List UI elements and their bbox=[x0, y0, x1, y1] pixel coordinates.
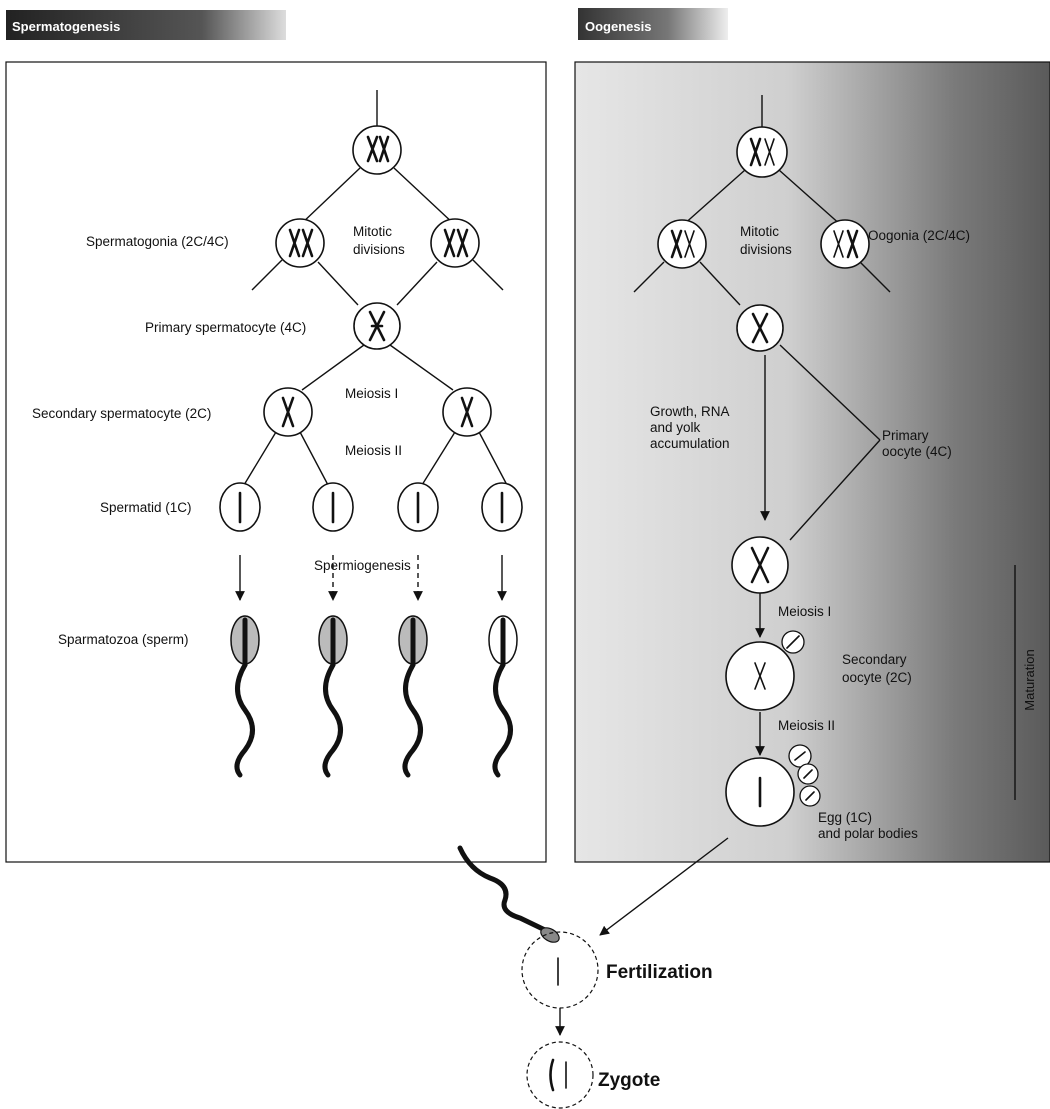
spermatid-label: Spermatid (1C) bbox=[100, 500, 192, 515]
mitotic-divisions-label-2: divisions bbox=[353, 242, 405, 257]
egg-label-2: and polar bodies bbox=[818, 826, 918, 841]
primary-oocyte-cell bbox=[736, 304, 784, 352]
secondary-oocyte-cell bbox=[725, 630, 805, 711]
zygote-label: Zygote bbox=[598, 1070, 660, 1091]
oogonia-label: Oogonia (2C/4C) bbox=[868, 228, 970, 243]
secondary-spermatocyte-cell-right bbox=[442, 387, 492, 437]
primary-spermatocyte-label: Primary spermatocyte (4C) bbox=[145, 320, 306, 335]
spermatozoa-label: Sparmatozoa (sperm) bbox=[58, 632, 189, 647]
fertilizing-sperm-head bbox=[540, 927, 560, 943]
sperm-cell-1 bbox=[230, 615, 260, 778]
maturation-label: Maturation bbox=[1022, 649, 1037, 710]
oo-meiosis-1-label: Meiosis I bbox=[778, 604, 831, 619]
spermatid-cell-1 bbox=[219, 482, 261, 532]
spermatid-cell-2 bbox=[312, 482, 354, 532]
primary-oocyte-label-1: Primary bbox=[882, 428, 929, 443]
primary-oocyte-label-2: oocyte (4C) bbox=[882, 444, 952, 459]
secondary-oocyte-label-2: oocyte (2C) bbox=[842, 670, 912, 685]
egg-to-fertilization-arrow bbox=[599, 837, 729, 936]
oocyte-lineage-lines bbox=[633, 95, 1016, 800]
primary-oocyte-grown-cell bbox=[731, 536, 789, 594]
spermatogenesis-header: Spermatogenesis bbox=[12, 19, 120, 34]
spermatogonium-cell bbox=[352, 125, 402, 175]
growth-label-3: accumulation bbox=[650, 436, 730, 451]
oogenesis-header: Oogenesis bbox=[585, 19, 651, 34]
growth-label-1: Growth, RNA bbox=[650, 404, 730, 419]
egg-cell bbox=[725, 744, 821, 827]
spermatogenesis-header-bar bbox=[6, 10, 286, 40]
oogenesis-frame bbox=[574, 61, 1050, 863]
fertilization-label: Fertilization bbox=[606, 962, 713, 983]
spermiogenesis-label: Spermiogenesis bbox=[314, 558, 411, 573]
oogonium-cell bbox=[736, 126, 788, 178]
zygote-cell bbox=[526, 1041, 594, 1109]
mitotic-divisions-label-1: Mitotic bbox=[353, 224, 392, 239]
oogonium-cell-right bbox=[820, 219, 870, 269]
sperm-cell-2 bbox=[318, 615, 348, 778]
spermatogenesis-panel: Spermatogenesis bbox=[5, 10, 547, 863]
meiosis-2-label: Meiosis II bbox=[345, 443, 402, 458]
secondary-spermatocyte-label: Secondary spermatocyte (2C) bbox=[32, 406, 211, 421]
secondary-oocyte-label-1: Secondary bbox=[842, 652, 907, 667]
spermatid-cell-3 bbox=[397, 482, 439, 532]
oo-mitotic-divisions-label-1: Mitotic bbox=[740, 224, 779, 239]
sperm-cell-3 bbox=[398, 615, 428, 778]
spermatogonium-cell-left bbox=[275, 218, 325, 268]
egg-label-1: Egg (1C) bbox=[818, 810, 872, 825]
meiosis-1-label: Meiosis I bbox=[345, 386, 398, 401]
spermatogenesis-frame bbox=[5, 61, 547, 863]
primary-spermatocyte-cell bbox=[353, 302, 401, 350]
fertilization-section: Fertilization Zygote bbox=[457, 837, 729, 1109]
spermatogonia-label: Spermatogonia (2C/4C) bbox=[86, 234, 229, 249]
spermiogenesis-arrows bbox=[235, 555, 507, 601]
spermatid-cell-4 bbox=[481, 482, 523, 532]
oogonium-cell-left bbox=[657, 219, 707, 269]
oogenesis-panel: Oogenesis bbox=[574, 8, 1050, 863]
spermatogonium-cell-right bbox=[430, 218, 480, 268]
oo-mitotic-divisions-label-2: divisions bbox=[740, 242, 792, 257]
secondary-spermatocyte-cell-left bbox=[263, 387, 313, 437]
oo-meiosis-2-label: Meiosis II bbox=[778, 718, 835, 733]
sperm-lineage-lines bbox=[243, 90, 508, 486]
oogenesis-header-bar bbox=[578, 8, 728, 40]
sperm-cell-4 bbox=[488, 615, 518, 778]
growth-label-2: and yolk bbox=[650, 420, 701, 435]
fertilizing-sperm-tail bbox=[457, 845, 548, 933]
fertilized-egg-cell bbox=[521, 931, 599, 1009]
